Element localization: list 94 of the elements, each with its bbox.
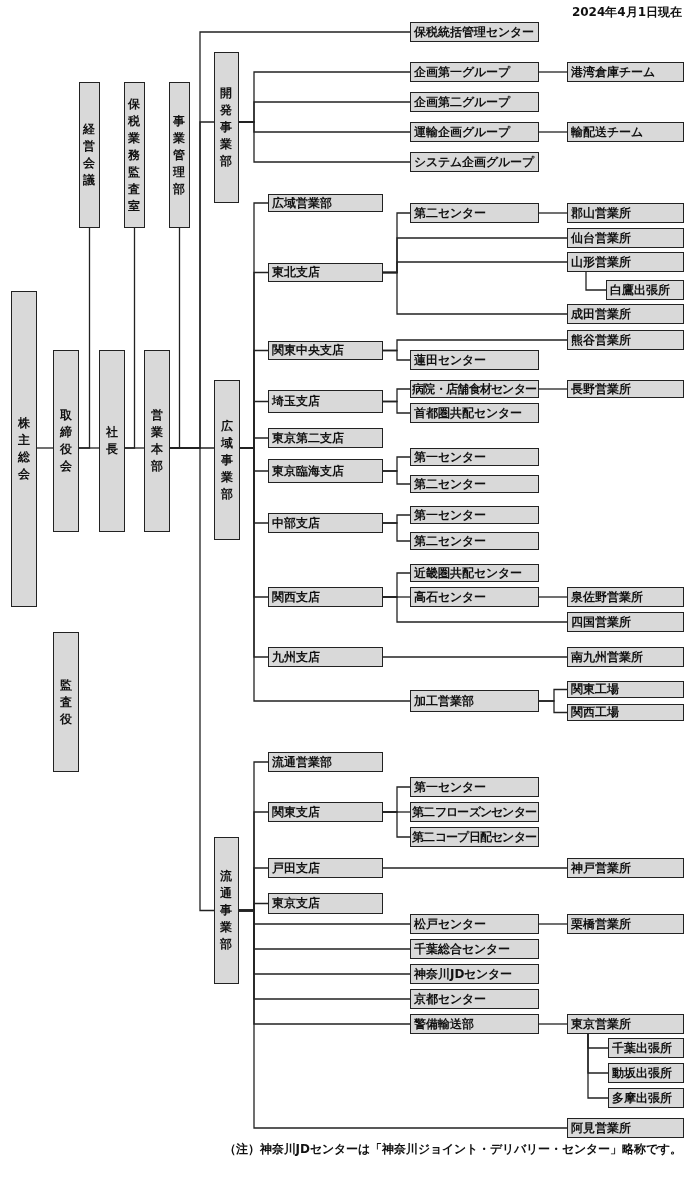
org-box: 警備輸送部: [410, 1014, 539, 1034]
org-box: 流通事業部: [214, 837, 239, 984]
connector-line: [382, 349, 411, 361]
org-box: 近畿圏共配センター: [410, 564, 539, 582]
footnote: （注）神奈川JDセンターは「神奈川ジョイント・デリバリー・センター」略称です。: [223, 1141, 682, 1158]
org-box: 関西支店: [268, 587, 383, 607]
org-box: 営業本部: [144, 350, 170, 532]
org-box: 第一センター: [410, 777, 539, 797]
org-box: 監査役: [53, 632, 79, 772]
org-box: 経営会議: [79, 82, 100, 228]
org-box: 中部支店: [268, 513, 383, 533]
org-box: 山形営業所: [567, 252, 684, 272]
connector-line: [382, 470, 411, 485]
org-box: 関東中央支店: [268, 341, 383, 360]
org-box: 企画第二グループ: [410, 92, 539, 112]
org-box: 開発事業部: [214, 52, 239, 203]
connector-line: [382, 522, 411, 542]
org-box: 第一センター: [410, 506, 539, 524]
org-box: 病院・店舗食材センター: [410, 380, 539, 398]
org-box: 第二センター: [410, 203, 539, 223]
connector-line: [538, 596, 568, 598]
connector-line: [587, 1033, 609, 1099]
connector-line: [36, 447, 54, 449]
org-box: 多摩出張所: [608, 1088, 684, 1108]
org-box: 加工営業部: [410, 690, 539, 712]
org-box: 流通営業部: [268, 752, 383, 772]
org-box: 首都圏共配センター: [410, 403, 539, 423]
org-box: 千葉出張所: [608, 1038, 684, 1058]
connector-line: [538, 700, 568, 714]
connector-line: [538, 131, 568, 133]
org-box: 戸田支店: [268, 858, 383, 878]
org-box: 第一センター: [410, 448, 539, 466]
org-box: 第二センター: [410, 532, 539, 550]
connector-line: [382, 656, 568, 658]
org-box: 郡山営業所: [567, 203, 684, 223]
org-box: 栗橋営業所: [567, 914, 684, 934]
org-box: 東北支店: [268, 263, 383, 282]
org-box: 東京営業所: [567, 1014, 684, 1034]
connector-line: [538, 1023, 568, 1025]
org-box: 第二センター: [410, 475, 539, 493]
connector-line: [538, 71, 568, 73]
org-box: 四国営業所: [567, 612, 684, 632]
org-box: 東京臨海支店: [268, 459, 383, 483]
org-box: 東京第二支店: [268, 428, 383, 448]
org-box: 港湾倉庫チーム: [567, 62, 684, 82]
connector-line: [538, 388, 568, 390]
org-box: 千葉総合センター: [410, 939, 539, 959]
org-box: 白鷹出張所: [606, 280, 684, 300]
connector-line: [382, 400, 411, 414]
org-box: 仙台営業所: [567, 228, 684, 248]
org-box: 神戸営業所: [567, 858, 684, 878]
org-box: 九州支店: [268, 647, 383, 667]
org-box: 熊谷営業所: [567, 330, 684, 350]
org-box: 運輸企画グループ: [410, 122, 539, 142]
org-box: 関東工場: [567, 681, 684, 698]
org-box: 社長: [99, 350, 125, 532]
connector-line: [538, 923, 568, 925]
org-box: 蓮田センター: [410, 350, 539, 370]
org-box: 株主総会: [11, 291, 37, 607]
connector-line: [585, 271, 607, 291]
connector-line: [382, 867, 568, 869]
org-box: 保税業務監査室: [124, 82, 145, 228]
org-box: 松戸センター: [410, 914, 539, 934]
org-box: 保税統括管理センター: [410, 22, 539, 42]
org-box: 事業管理部: [169, 82, 190, 228]
connector-line: [382, 596, 568, 623]
org-box: 泉佐野営業所: [567, 587, 684, 607]
org-box: 神奈川JDセンター: [410, 964, 539, 984]
org-box: 成田営業所: [567, 304, 684, 324]
org-box: 輸配送チーム: [567, 122, 684, 142]
org-box: 京都センター: [410, 989, 539, 1009]
connector-line: [78, 227, 91, 449]
connector-line: [538, 212, 568, 214]
connector-line: [124, 227, 136, 449]
org-box: 第二コープ日配センター: [410, 827, 539, 847]
connector-line: [382, 811, 411, 838]
org-box: 阿見営業所: [567, 1118, 684, 1138]
connector-line: [238, 121, 411, 163]
org-box: 広域事業部: [214, 380, 240, 540]
org-box: システム企画グループ: [410, 152, 539, 172]
org-box: 取締役会: [53, 350, 79, 532]
connector-line: [382, 271, 568, 315]
org-box: 南九州営業所: [567, 647, 684, 667]
date-label: 2024年4月1日現在: [571, 4, 682, 21]
org-box: 第二フローズンセンター: [410, 802, 539, 822]
org-box: 東京支店: [268, 893, 383, 914]
org-box: 高石センター: [410, 587, 539, 607]
org-box: 企画第一グループ: [410, 62, 539, 82]
org-box: 広域営業部: [268, 194, 383, 212]
org-box: 長野営業所: [567, 380, 684, 398]
org-box: 動坂出張所: [608, 1063, 684, 1083]
org-box: 関東支店: [268, 802, 383, 822]
org-box: 関西工場: [567, 704, 684, 721]
org-box: 埼玉支店: [268, 390, 383, 413]
